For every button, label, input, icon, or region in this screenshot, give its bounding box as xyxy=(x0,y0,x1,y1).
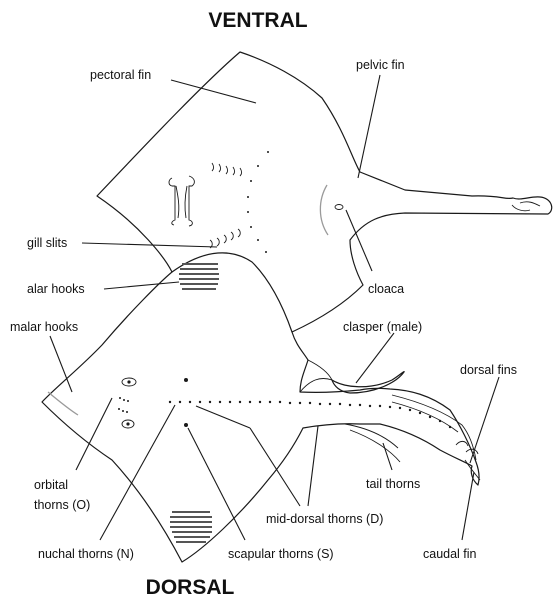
label-nuchal-thorns: nuchal thorns (N) xyxy=(38,547,134,561)
label-tail-thorns: tail thorns xyxy=(366,477,420,491)
gill-slits-lower xyxy=(209,228,241,249)
label-caudal-fin: caudal fin xyxy=(423,547,477,561)
malar-hooks-patch xyxy=(47,391,79,416)
label-gill-slits: gill slits xyxy=(27,236,67,250)
alar-hooks-patch xyxy=(179,263,219,290)
label-scapular-thorns: scapular thorns (S) xyxy=(228,547,334,561)
ventral-disc-outline xyxy=(96,51,553,333)
orbital-thorns xyxy=(118,397,129,413)
dorsal-hooks-patch xyxy=(170,511,212,543)
eyes xyxy=(121,377,137,429)
label-clasper: clasper (male) xyxy=(343,320,422,334)
label-malar-hooks: malar hooks xyxy=(10,320,78,334)
cloaca-opening xyxy=(334,204,344,210)
ventral-view xyxy=(96,51,553,333)
label-alar-hooks: alar hooks xyxy=(27,282,85,296)
label-pectoral-fin: pectoral fin xyxy=(90,68,151,82)
label-mid-dorsal-thorns: mid-dorsal thorns (D) xyxy=(266,512,383,526)
label-orbital-thorns-2: thorns (O) xyxy=(34,498,90,512)
clasper-shape xyxy=(331,370,405,394)
pelvic-grey-arc xyxy=(319,184,329,236)
label-cloaca: cloaca xyxy=(368,282,404,296)
label-pelvic-fin: pelvic fin xyxy=(356,58,405,72)
mouth-structure xyxy=(168,175,195,227)
dorsal-tail-inner xyxy=(391,394,477,461)
pelvic-lobe-dorsal xyxy=(299,359,333,393)
dorsal-title: DORSAL xyxy=(146,576,235,599)
gill-slits-upper xyxy=(211,162,242,177)
caudal-fin-shape xyxy=(464,459,481,481)
mid-dorsal-thorn-row xyxy=(168,400,452,429)
scapular-thorn xyxy=(184,423,188,427)
ventral-tail-tip xyxy=(511,201,541,212)
dorsal-fin-shapes xyxy=(455,440,479,455)
tail-sheath xyxy=(344,423,401,463)
ventral-title: VENTRAL xyxy=(208,9,307,32)
label-orbital-thorns-1: orbital xyxy=(34,478,68,492)
nuchal-thorn xyxy=(184,378,188,382)
label-dorsal-fins: dorsal fins xyxy=(460,363,517,377)
ventral-dot-arc xyxy=(247,151,269,253)
dorsal-disc-outline xyxy=(41,271,480,563)
leader-lines xyxy=(49,74,500,541)
dorsal-view xyxy=(41,271,481,563)
